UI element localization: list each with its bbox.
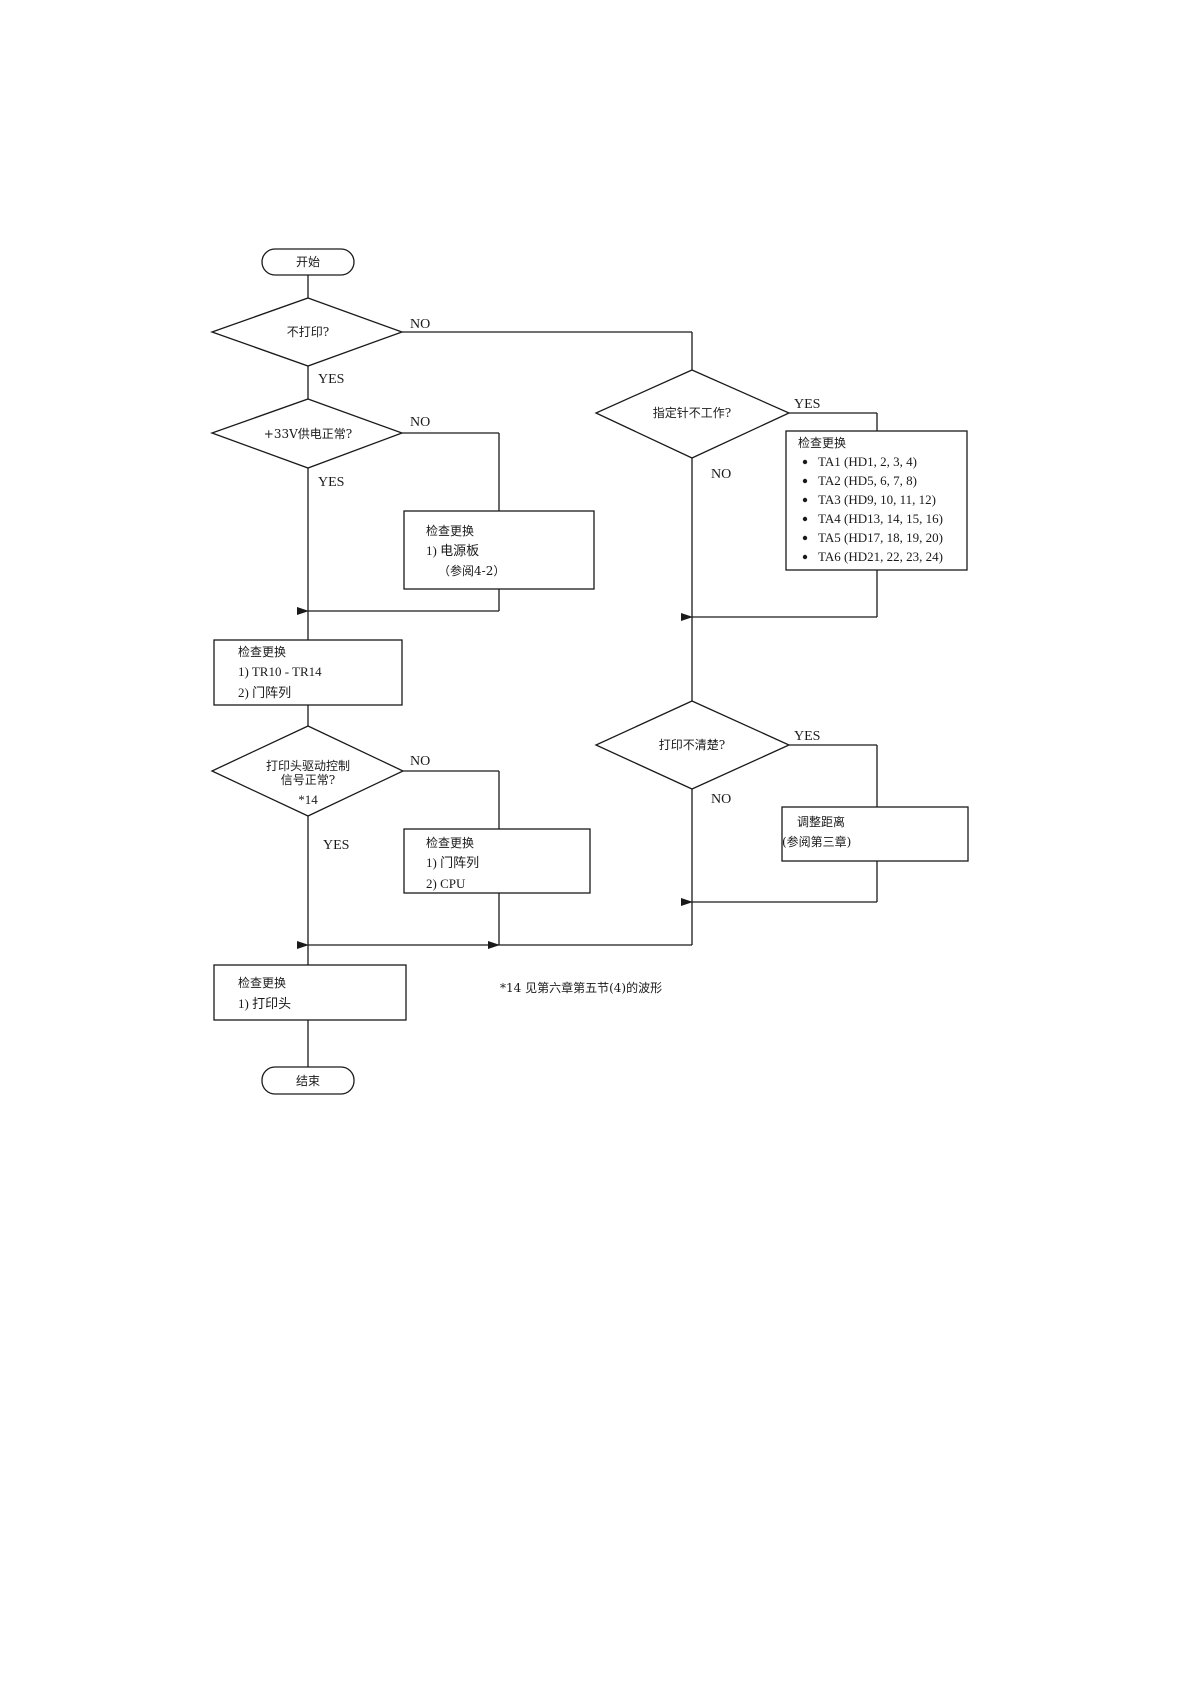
box-item: （参阅4-2） [438,563,505,578]
box-ta-list: 检查更换 TA1 (HD1, 2, 3, 4) TA2 (HD5, 6, 7, … [785,430,968,571]
bullet-icon [802,516,808,522]
decision-label: +33V供电正常? [264,427,352,441]
no-label: NO [410,415,430,430]
box-power-board: 检查更换 1) 电源板 （参阅4-2） [403,510,595,590]
ta-list-item: TA3 (HD9, 10, 11, 12) [818,492,936,507]
ta-list-item: TA5 (HD17, 18, 19, 20) [818,530,943,545]
box-gate-cpu: 检查更换 1) 门阵列 2) CPU [403,828,591,894]
yes-label: YES [318,475,344,490]
end-label: 结束 [296,1074,320,1088]
decision-label: 打印头驱动控制 [266,759,350,773]
box-item: 2) 门阵列 [238,685,291,700]
ta-list-item: TA1 (HD1, 2, 3, 4) [818,454,917,469]
bullet-icon [802,459,808,465]
no-label: NO [711,792,731,807]
ta-list-item: TA6 (HD21, 22, 23, 24) [818,549,943,564]
bullet-icon [802,535,808,541]
no-label: NO [410,317,430,332]
branch-labels: NO YES NO YES NO YES YES NO YES NO [318,317,820,853]
no-label: NO [410,754,430,769]
box-tr-gate: 检查更换 1) TR10 - TR14 2) 门阵列 [213,639,403,706]
decision-label: 指定针不工作? [653,405,731,420]
box-item: (参阅第三章) [782,834,851,849]
bullet-icon [802,478,808,484]
start-label: 开始 [296,255,320,269]
footnote-ref: *14 [298,792,318,807]
end-terminal: 结束 [261,1066,355,1095]
box-title: 调整距离 [797,814,845,829]
box-adjust-distance: 调整距离 (参阅第三章) [781,806,969,862]
yes-label: YES [794,397,820,412]
decision-head-signal: 打印头驱动控制 信号正常? *14 [210,725,405,817]
connector-lines [297,275,878,1067]
bullet-icon [802,497,808,503]
no-label: NO [711,467,731,482]
decision-label: 不打印? [287,325,329,339]
start-terminal: 开始 [261,248,355,276]
box-title: 检查更换 [426,835,474,850]
box-item: 1) TR10 - TR14 [238,664,322,679]
decision-label: 打印不清楚? [659,738,725,752]
decision-power-33v: +33V供电正常? [210,398,404,469]
box-title: 检查更换 [238,975,286,990]
decision-pin-fail: 指定针不工作? [594,369,791,459]
ta-list-item: TA2 (HD5, 6, 7, 8) [818,473,917,488]
ta-list-item: TA4 (HD13, 14, 15, 16) [818,511,943,526]
yes-label: YES [323,838,349,853]
bullet-icon [802,554,808,560]
yes-label: YES [318,372,344,387]
box-title: 检查更换 [798,435,846,450]
box-item: 2) CPU [426,876,466,891]
decision-no-print: 不打印? [210,297,404,367]
decision-unclear: 打印不清楚? [594,700,791,790]
box-item: 1) 电源板 [426,543,479,558]
yes-label: YES [794,729,820,744]
box-item: 1) 门阵列 [426,855,479,870]
box-title: 检查更换 [426,523,474,538]
footnote: *14 见第六章第五节(4)的波形 [500,980,662,995]
box-title: 检查更换 [238,644,286,659]
box-print-head: 检查更换 1) 打印头 [213,964,407,1021]
box-item: 1) 打印头 [238,996,291,1011]
ta-list-items: TA1 (HD1, 2, 3, 4) TA2 (HD5, 6, 7, 8) TA… [802,454,943,564]
decision-label: 信号正常? [281,773,335,787]
